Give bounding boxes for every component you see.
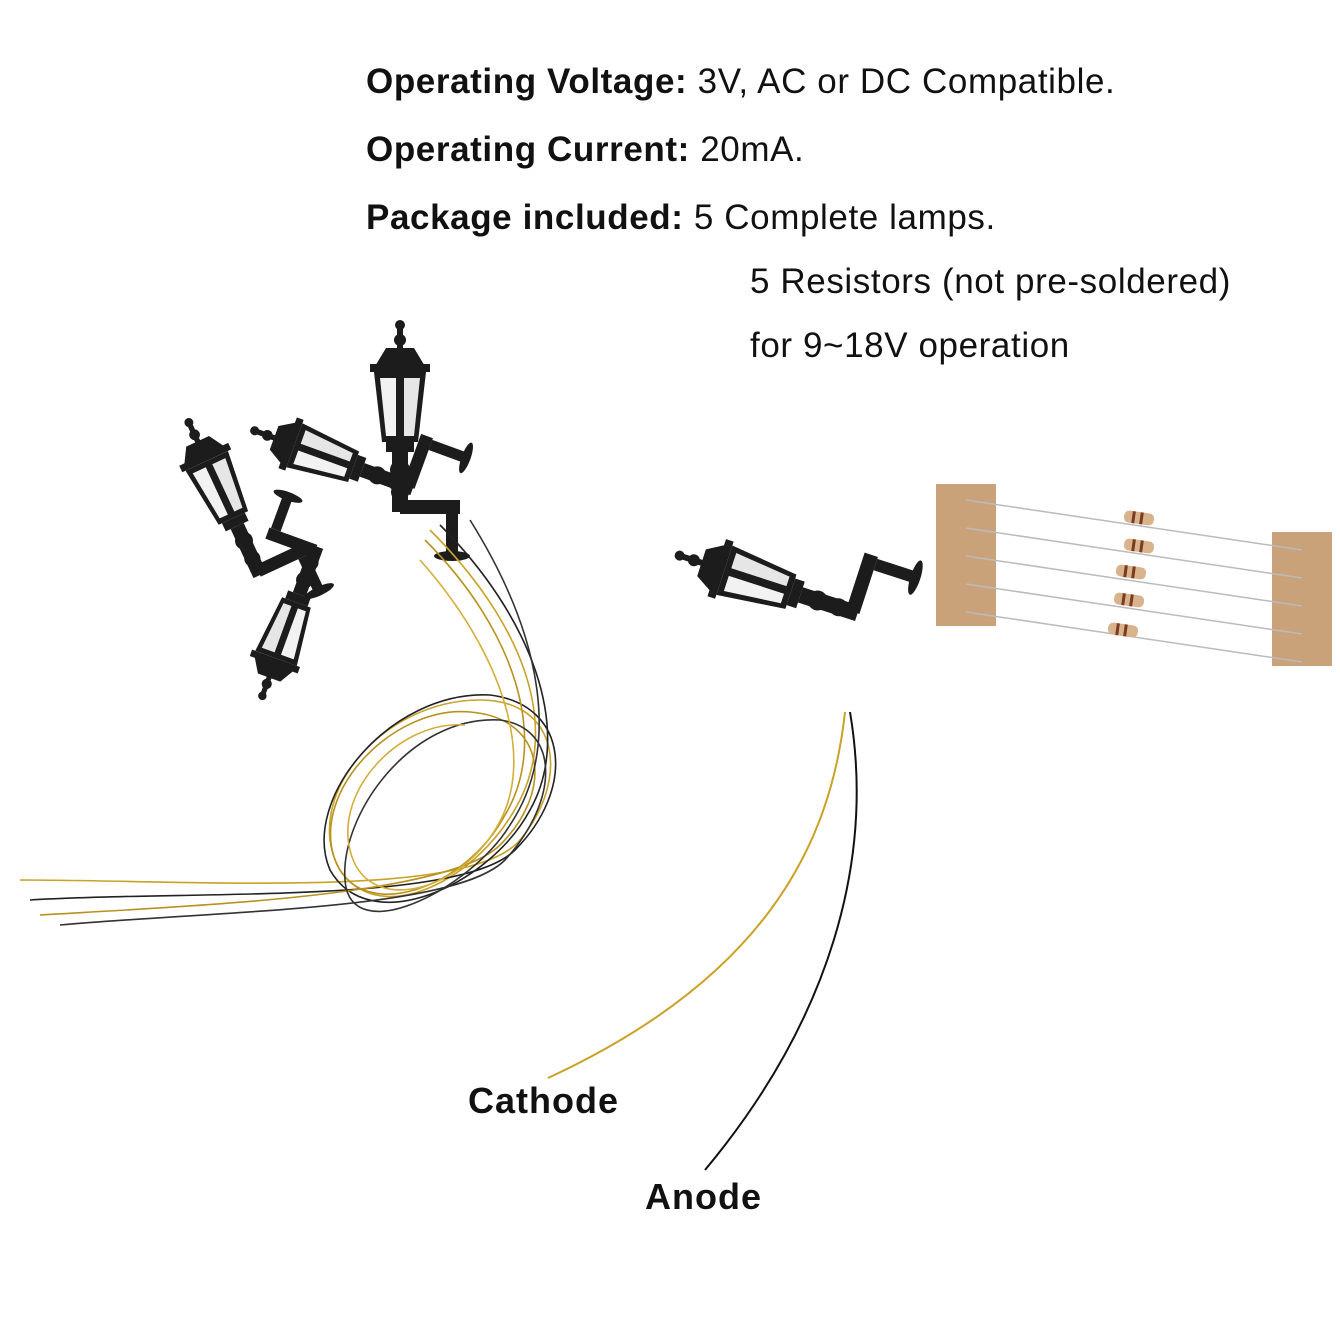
anode-wire: [704, 711, 858, 1171]
package-item-1: 5 Complete lamps.: [693, 198, 996, 237]
spec-block: Operating Voltage: 3V, AC or DC Compatib…: [0, 0, 1340, 380]
cathode-wire: [547, 711, 846, 1079]
resistor-strip: [936, 484, 1332, 666]
lamp-cluster: [162, 320, 476, 709]
package-item-2: 5 Resistors (not pre-soldered): [750, 262, 1231, 301]
package-label: Package included:: [366, 198, 684, 237]
voltage-value: 3V, AC or DC Compatible.: [697, 62, 1116, 101]
voltage-line: Operating Voltage: 3V, AC or DC Compatib…: [366, 62, 1115, 102]
cathode-label: Cathode: [468, 1080, 619, 1121]
anode-label: Anode: [645, 1176, 762, 1217]
current-label: Operating Current:: [366, 130, 690, 169]
cluster-wires: [19, 519, 557, 926]
package-item-3: for 9~18V operation: [750, 326, 1070, 365]
current-value: 20mA.: [700, 130, 805, 169]
single-lamp: [665, 487, 926, 658]
package-line: Package included: 5 Complete lamps.: [366, 198, 996, 238]
current-line: Operating Current: 20mA.: [366, 130, 804, 170]
voltage-label: Operating Voltage:: [366, 62, 688, 101]
